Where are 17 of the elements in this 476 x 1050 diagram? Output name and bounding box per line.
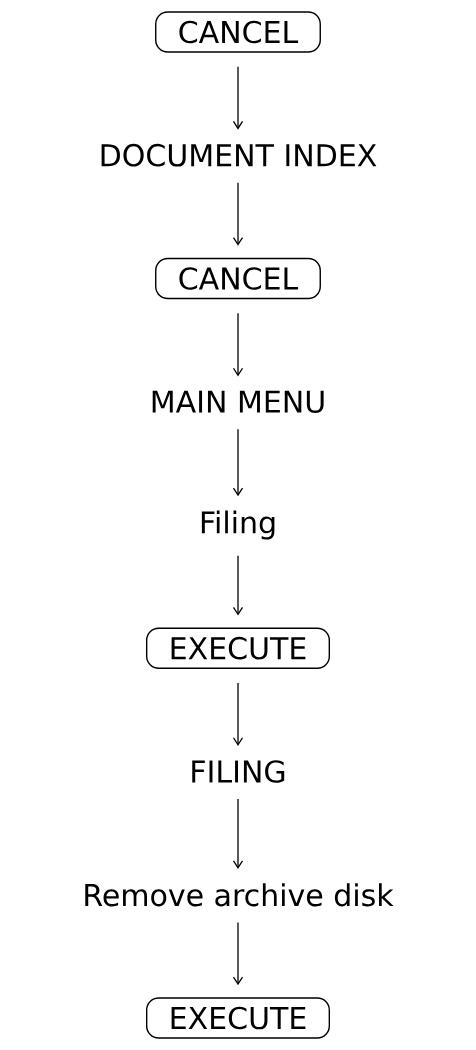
screen-text: DOCUMENT INDEX: [101, 143, 377, 167]
screen-text: Remove archive disk: [85, 883, 394, 907]
key-button: EXECUTE: [145, 997, 330, 1039]
screen-text: MAIN MENU: [152, 390, 324, 413]
arrow: [232, 682, 244, 746]
arrow: [232, 66, 244, 130]
screen-text: FILING: [192, 760, 285, 783]
arrow: [232, 182, 244, 246]
arrow: [232, 555, 244, 616]
arrow: [232, 428, 244, 497]
arrow: [232, 312, 244, 377]
screen-text: Filing: [201, 510, 275, 540]
key-button: CANCEL: [155, 11, 321, 53]
arrow: [232, 921, 244, 986]
key-button: EXECUTE: [145, 627, 330, 669]
arrow: [232, 798, 244, 869]
key-button: CANCEL: [155, 257, 321, 300]
